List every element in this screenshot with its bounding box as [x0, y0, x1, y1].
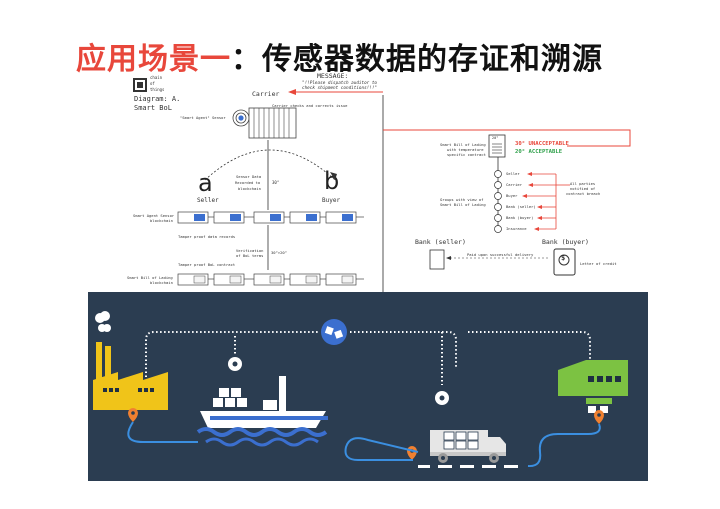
notified-2: notified of [570, 186, 596, 191]
message-body-2: check shipment conditions!!!" [302, 86, 378, 91]
bol-chain-blocks [177, 273, 364, 286]
bol-chain-label-2: blockchain [150, 280, 173, 285]
alert-connector [383, 129, 631, 147]
dollar-circle [558, 254, 570, 266]
factory-chimney-1 [96, 342, 102, 382]
road-dashes [418, 465, 518, 468]
factory-chimney-2 [105, 346, 111, 382]
paid-note: Paid upon successful delivery [467, 252, 534, 257]
sensor-data-note-2: Recorded to [235, 180, 261, 185]
title-highlight: 应用场景一 [76, 42, 231, 77]
sensor-data-note-1: Sensor Data [236, 174, 262, 179]
ground-route-1 [127, 421, 419, 461]
diagram-heading-1: Diagram: A. [134, 95, 181, 103]
notified-3: contract breach [566, 191, 601, 196]
ground-route-2 [527, 423, 601, 468]
message-body-1: "!!Please dispatch auditor to [302, 81, 378, 86]
letter-credit-note: Letter of credit [580, 261, 617, 266]
location-pin-icons [128, 408, 604, 460]
bol-chain-tags [193, 275, 354, 284]
groups-note-2: Smart Bill of Lading [440, 202, 486, 207]
dollar-icon: $ [561, 254, 566, 262]
bank-buyer-label: Bank (buyer) [542, 238, 589, 246]
sensor-chain-label-1: Smart Agent Sensor [133, 213, 175, 218]
document-lines [492, 143, 502, 154]
sensor-chain-tags [194, 214, 353, 221]
notified-1: All parties [570, 181, 596, 186]
payment-arrow [446, 256, 451, 260]
bill-label-1: Smart Bill of Lading [440, 142, 486, 147]
sensor-chain-label-2: blockchain [150, 218, 173, 223]
factory-windows [103, 388, 154, 392]
blockchain-cloud-icon [321, 319, 347, 345]
warehouse-awning [586, 398, 612, 404]
smart-bol-document [488, 134, 506, 158]
party-seller: Seller [506, 171, 520, 176]
document-value: 20° [492, 136, 499, 140]
temp-30-label: 30° [272, 180, 280, 185]
verification-label-1: Verification [236, 248, 264, 253]
tamper-bol-label: Tamper proof BoL contract [178, 262, 236, 267]
logo-line-3: things [150, 87, 165, 92]
factory-building [93, 372, 168, 410]
party-nodes [494, 170, 502, 233]
bank-seller-label: Bank (seller) [415, 238, 466, 246]
chain-of-things-logo: chain of things [133, 75, 173, 98]
warehouse-windows [588, 376, 621, 382]
bill-label-2: with temperature [447, 147, 484, 152]
arc-arrow [330, 172, 337, 180]
carrier-label: Carrier [252, 90, 280, 98]
shipping-container [248, 107, 297, 139]
groups-note-1: Groups with view of [440, 197, 484, 202]
sensor-core [238, 115, 244, 121]
logo-line-2: of [150, 81, 155, 86]
party-insurance: Insurance [506, 226, 527, 231]
chain-link-2 [334, 329, 344, 339]
bol-chain-label-1: Smart Bill of Lading [127, 275, 173, 280]
smart-agent-sensor-label: "Smart Agent" Sensor [180, 115, 226, 120]
supply-chain-graphics [93, 311, 628, 468]
message-title: MESSAGE: [317, 72, 349, 80]
container-ribs [253, 108, 290, 138]
page-title: 应用场景一：传感器数据的存证和溯源 [76, 34, 603, 78]
acceptable-label: 20° ACCEPTABLE [515, 149, 563, 155]
sensor-ring-mid [235, 112, 247, 124]
data-route-line [145, 331, 591, 377]
temp-compare-label: 30°>20° [271, 250, 288, 255]
unacceptable-label: 30° UNACCEPTABLE [515, 141, 569, 147]
title-rest: ：传感器数据的存证和溯源 [231, 42, 603, 77]
party-carrier: Carrier [506, 182, 523, 187]
warehouse-boxes [588, 406, 608, 413]
delivery-arc [204, 149, 336, 181]
party-bank-buyer: Bank (buyer) [506, 215, 534, 220]
tamper-data-label: Tamper proof data records [178, 234, 236, 239]
bank-seller-doc [429, 249, 445, 270]
notify-arrows [525, 173, 556, 230]
chain-link-1 [324, 326, 334, 336]
seller-label: Seller [197, 197, 219, 204]
diagram-heading-2: Smart BoL [134, 104, 172, 112]
buyer-label: Buyer [322, 197, 341, 204]
party-bank-seller: Bank (seller) [506, 204, 536, 209]
sensor-chain-blocks [177, 211, 364, 224]
verification-label-2: of BoL terms [236, 253, 264, 258]
supply-chain-illustration [88, 292, 648, 481]
notify-arrowheads [522, 172, 542, 231]
logo-line-1: chain [150, 75, 163, 80]
party-buyer: Buyer [506, 193, 518, 198]
bill-label-3: specific contract [447, 152, 486, 157]
carrier-note: Carrier checks and corrects issue [272, 103, 348, 108]
sensor-data-note-3: blockchain [238, 186, 261, 191]
message-arrow-head [288, 89, 296, 95]
delivery-truck [430, 430, 506, 463]
cargo-ship [196, 376, 328, 447]
